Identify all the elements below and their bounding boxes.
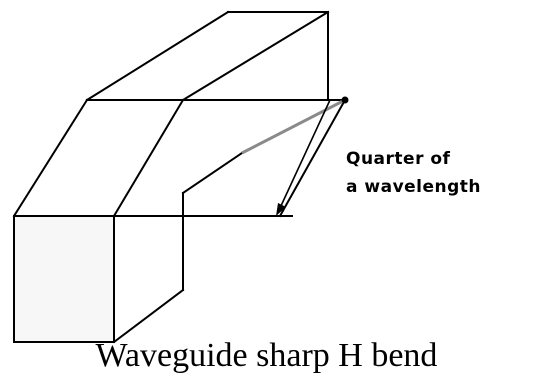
- annotation-line-2: a wavelength: [346, 177, 481, 197]
- bend-diagonal: [241, 98, 346, 155]
- annotation-line-1: Quarter of: [346, 149, 451, 169]
- inner-corner-slant: [181, 151, 244, 195]
- lower-middle-slant-edge: [112, 98, 185, 218]
- dimension-line: [279, 99, 331, 209]
- outer-slant-edge: [278, 98, 347, 218]
- dimension-dot: [341, 96, 349, 104]
- lower-left-slant-edge: [12, 98, 89, 218]
- figure-caption: Waveguide sharp H bend: [95, 337, 438, 374]
- dimension-arrowhead-icon: [276, 203, 286, 216]
- front-face: [13, 215, 115, 343]
- upper-middle-slant-edge: [181, 10, 330, 102]
- side-bottom-edge: [112, 288, 185, 344]
- upper-left-slant-edge: [85, 10, 230, 102]
